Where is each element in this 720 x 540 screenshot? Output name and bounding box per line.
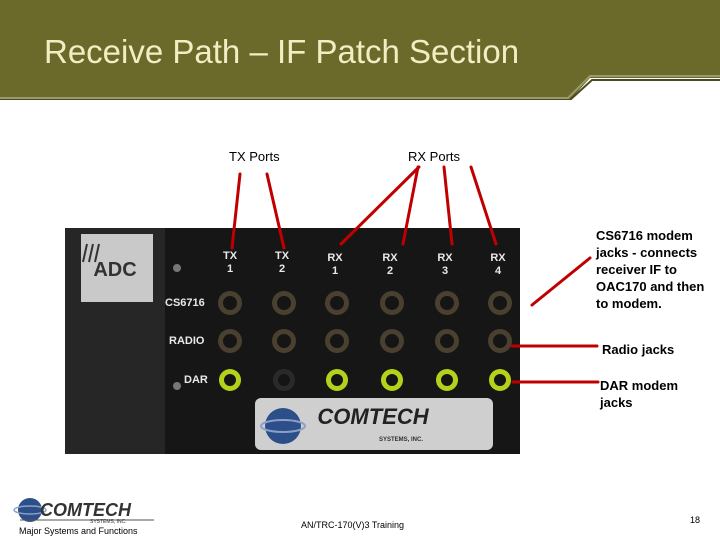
jack-inner (385, 334, 399, 348)
jack-inner (224, 374, 236, 386)
jack-inner (277, 334, 291, 348)
tx-ports-label: TX Ports (229, 149, 280, 164)
row-label-radio: RADIO (169, 335, 205, 347)
page-number: 18 (690, 515, 701, 525)
logo-sub: SYSTEMS, INC. (90, 519, 127, 525)
jack-inner (223, 334, 237, 348)
jack-inner (330, 334, 344, 348)
patch-panel-graphic (65, 228, 520, 454)
footer-center: AN/TRC-170(V)3 Training (301, 520, 405, 530)
row-label-dar: DAR (184, 374, 208, 386)
plate-sub: SYSTEMS, INC. (378, 437, 423, 443)
jack-inner (493, 296, 507, 310)
title-bar: Receive Path – IF Patch Section (0, 0, 720, 100)
row-label-cs6716: CS6716 (165, 297, 205, 309)
comtech-logo (13, 498, 154, 522)
slide-title: Receive Path – IF Patch Section (44, 33, 520, 70)
jack-inner (278, 374, 290, 386)
plate-brand: COMTECH (317, 404, 429, 429)
rx-ports-label: RX Ports (408, 149, 461, 164)
jack-inner (494, 374, 506, 386)
jack-inner (493, 334, 507, 348)
jack-grid (218, 291, 512, 391)
callout-cs6716: CS6716 modem jacks - connects receiver I… (596, 228, 705, 311)
callout-radio: Radio jacks (602, 342, 675, 357)
jack-inner (440, 296, 454, 310)
adc-brand: ADC (93, 259, 137, 281)
cs6716-pointer (530, 256, 592, 307)
jack-inner (385, 296, 399, 310)
footer-logo: COMTECH SYSTEMS, INC. (12, 496, 162, 533)
jack-inner (277, 296, 291, 310)
callout-dar: DAR modem jacks (600, 378, 679, 410)
jack-inner (441, 374, 453, 386)
jack-inner (223, 296, 237, 310)
jack-inner (331, 374, 343, 386)
jack-inner (330, 296, 344, 310)
title-bar-shape (0, 0, 720, 100)
jack-inner (386, 374, 398, 386)
footer-left: Major Systems and Functions (19, 526, 138, 536)
logo-text: COMTECH (40, 500, 131, 520)
jack-inner (440, 334, 454, 348)
